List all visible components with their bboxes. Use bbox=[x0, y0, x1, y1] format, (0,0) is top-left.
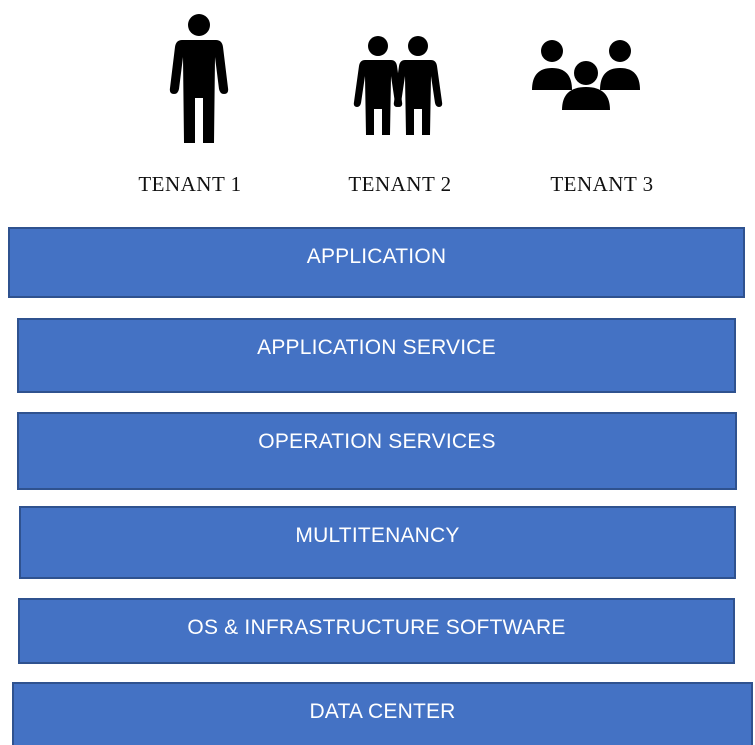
tenant-label-2: TENANT 2 bbox=[348, 172, 452, 196]
group-icon bbox=[528, 10, 644, 145]
tenant-label-1: TENANT 1 bbox=[138, 172, 242, 196]
layer-multitenancy: MULTITENANCY bbox=[19, 506, 736, 579]
layer-operation-services: OPERATION SERVICES bbox=[17, 412, 737, 490]
layer-application-service: APPLICATION SERVICE bbox=[17, 318, 736, 393]
tenant-label-3: TENANT 3 bbox=[550, 172, 654, 196]
layer-data-center: DATA CENTER bbox=[12, 682, 753, 745]
layer-os-infrastructure-software: OS & INFRASTRUCTURE SOFTWARE bbox=[18, 598, 735, 664]
person-icon bbox=[168, 10, 230, 145]
layer-application: APPLICATION bbox=[8, 227, 745, 298]
two-people-icon bbox=[350, 10, 446, 145]
